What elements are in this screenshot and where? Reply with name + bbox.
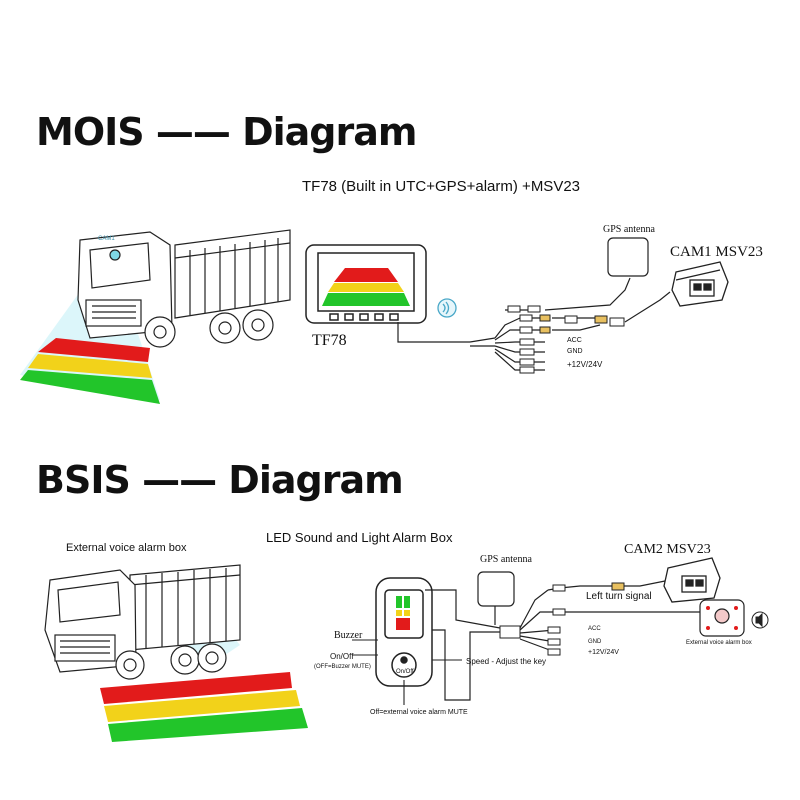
bsis-zone-yellow	[104, 690, 300, 722]
bsis-truck	[44, 564, 241, 680]
mois-gnd-label: GND	[567, 348, 583, 355]
bsis-gnd-label: GND	[588, 639, 602, 645]
mois-harness	[397, 277, 671, 371]
alarm-box-title: LED Sound and Light Alarm Box	[266, 530, 453, 545]
tf78-monitor	[305, 244, 427, 324]
mois-power-label: +12V/24V	[567, 360, 603, 369]
truck-cam-label: CAM1	[98, 236, 115, 242]
left-turn-label: Left turn signal	[586, 591, 652, 602]
onoff-label: On/Off	[330, 652, 354, 661]
bsis-power-label: +12V/24V	[588, 649, 619, 656]
onoff-sub-label: (OFF=Buzzer MUTE)	[314, 664, 371, 670]
speed-label: Speed - Adjust the key	[466, 657, 547, 666]
gps-antenna-icon-2	[477, 571, 515, 607]
alarm-button-label: On/Off	[396, 669, 414, 675]
gps-antenna-icon	[607, 237, 649, 277]
alarm-box-leaders	[352, 639, 462, 705]
mois-zone-red	[38, 338, 150, 362]
bsis-heading: BSIS —— Diagram	[36, 458, 404, 502]
camera-icon	[671, 261, 729, 307]
mois-heading: MOIS —— Diagram	[36, 110, 417, 154]
bsis-acc-label: ACC	[588, 626, 601, 632]
buzzer-label: Buzzer	[334, 630, 363, 641]
mois-subtitle: TF78 (Built in UTC+GPS+alarm) +MSV23	[302, 178, 581, 195]
external-voice-alarm-box	[699, 599, 745, 637]
mois-zone-green	[20, 370, 160, 404]
mois-gps-label: GPS antenna	[603, 224, 655, 235]
bsis-gps-label: GPS antenna	[480, 554, 532, 565]
cam1-label: CAM1 MSV23	[670, 244, 763, 260]
led-alarm-box	[375, 577, 433, 687]
wireless-icon	[437, 298, 457, 318]
speaker-icon	[751, 611, 769, 629]
external-box-label: External voice alarm box	[66, 542, 187, 554]
bsis-zone-red	[100, 672, 292, 704]
tf78-label: TF78	[312, 332, 347, 349]
cam2-label: CAM2 MSV23	[624, 542, 711, 557]
mute-label: Off=external voice alarm MUTE	[370, 709, 468, 716]
bsis-zone-green	[108, 708, 308, 742]
mois-acc-label: ACC	[567, 337, 582, 344]
camera-icon-2	[663, 557, 721, 603]
mois-zone-yellow	[28, 354, 152, 378]
ext-voice-box-label: External voice alarm box	[686, 640, 752, 646]
